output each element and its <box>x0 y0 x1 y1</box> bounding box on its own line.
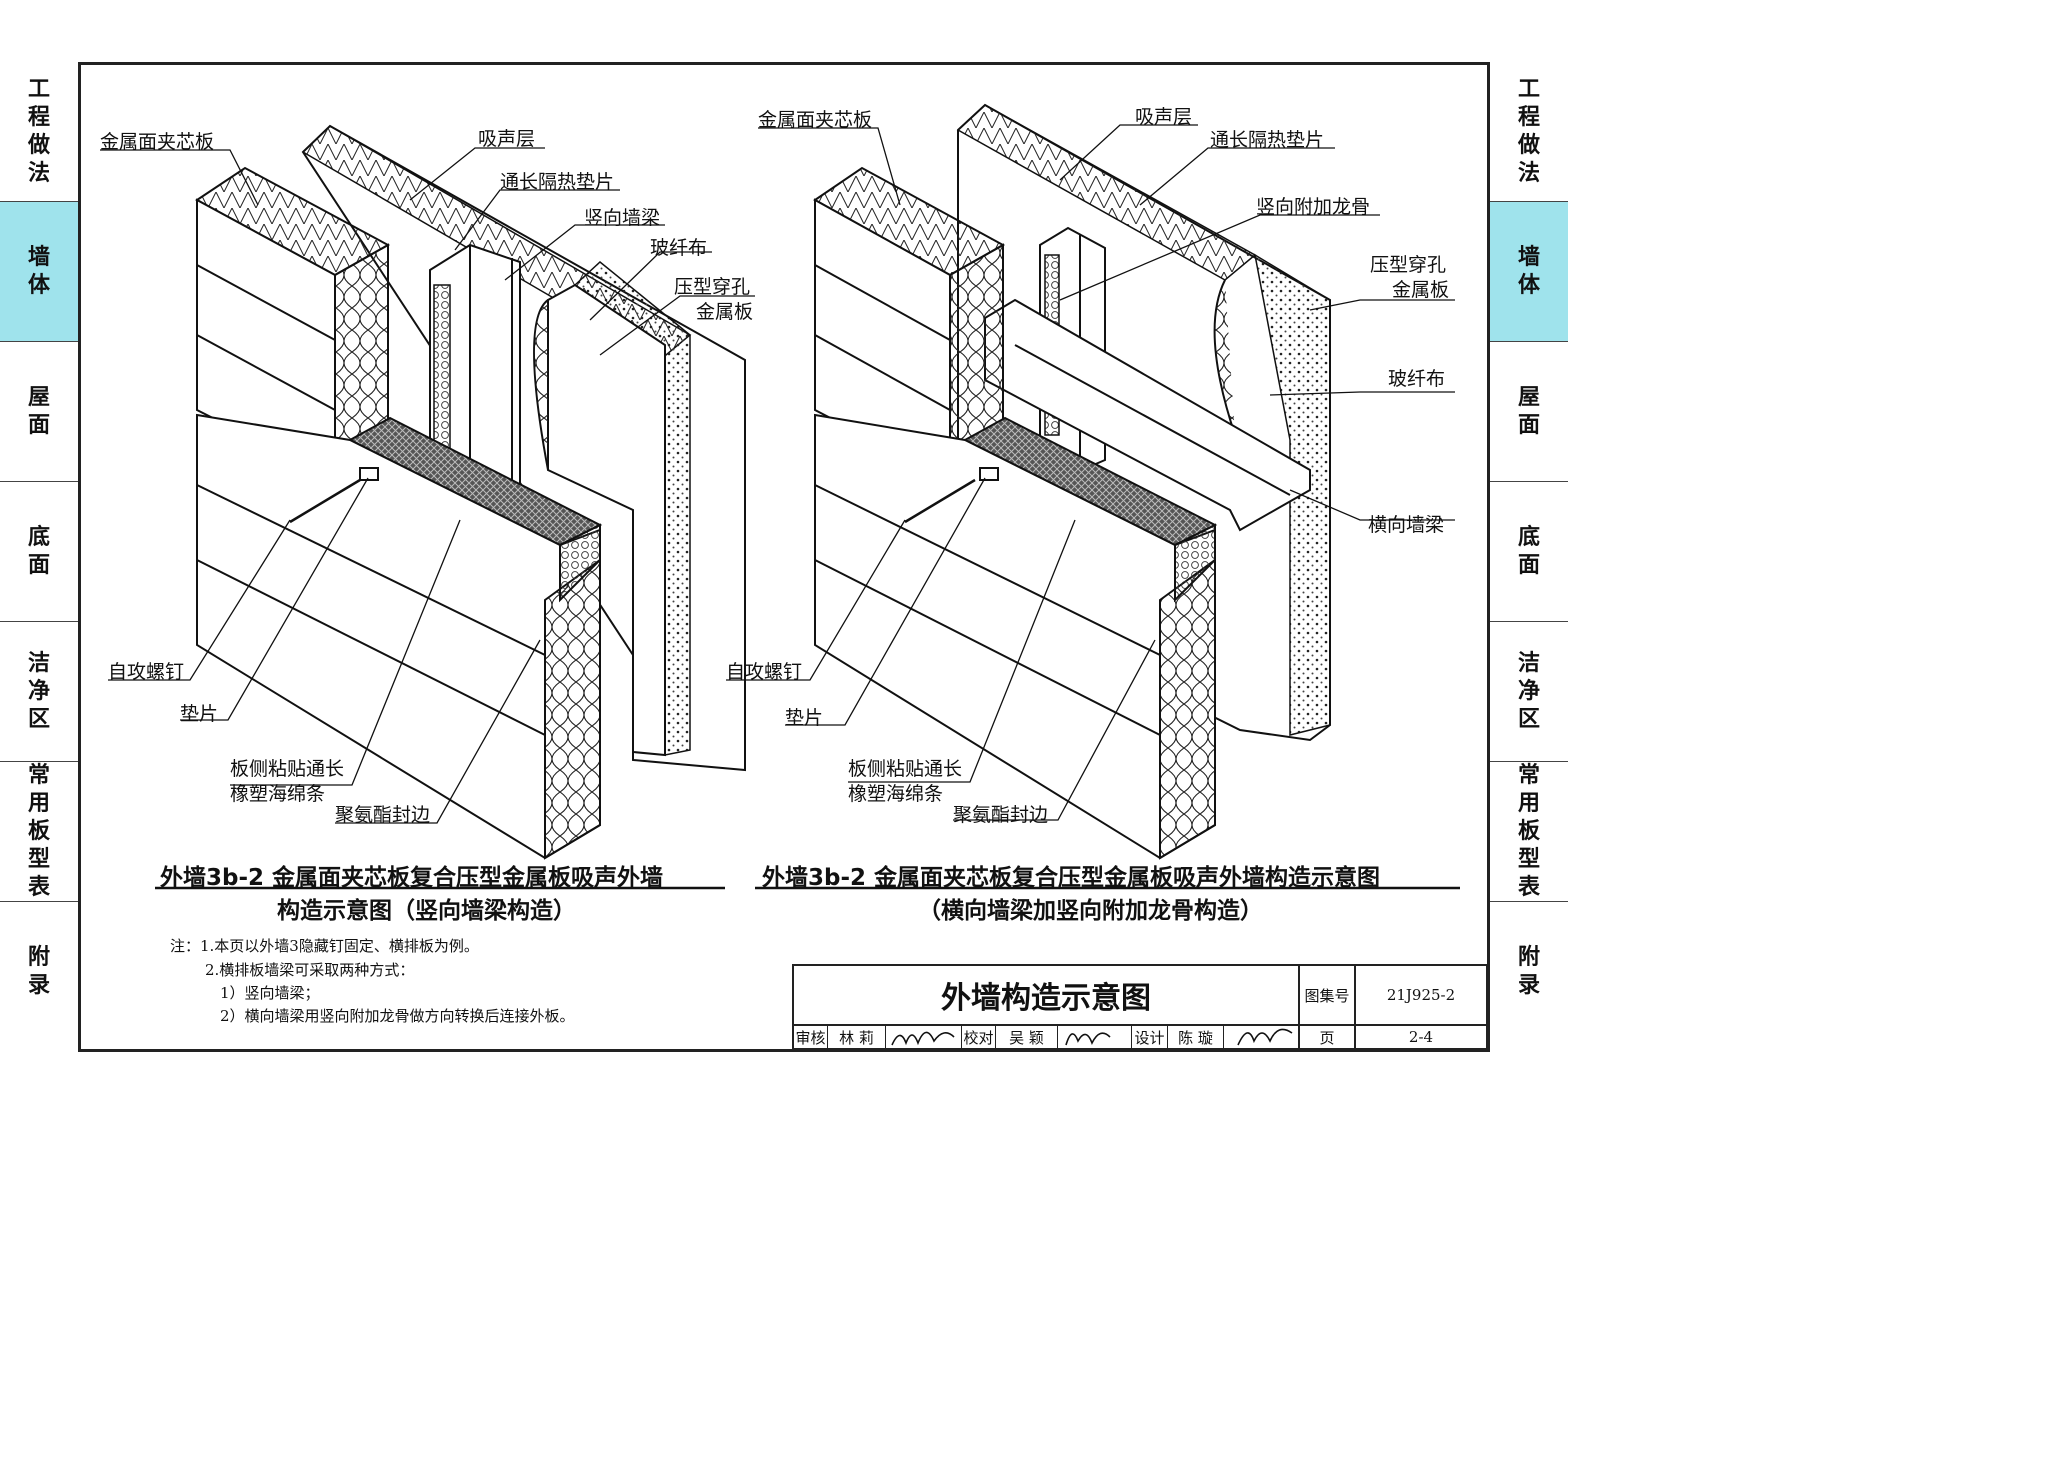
title-block: 外墙构造示意图 图集号 21J925-2 审核 林 莉 校对 吴 颖 设计 陈 … <box>792 964 1488 1050</box>
tab-clean-area[interactable]: 洁净区 <box>0 622 78 762</box>
atlas-no-label: 图集号 <box>1300 966 1356 1026</box>
tab-bottom[interactable]: 底面 <box>0 482 78 622</box>
tab-appendix[interactable]: 附录 <box>27 945 50 998</box>
tab-engineering[interactable]: 工程做法 <box>0 62 78 202</box>
reviewer-name: 林 莉 <box>828 1026 886 1048</box>
label-screw-right: 自攻螺钉 <box>726 661 803 683</box>
label-pu-edge-left: 聚氨酯封边 <box>335 804 431 826</box>
tab-clean-area-r[interactable]: 洁净区 <box>1490 622 1568 762</box>
left-sidebar: 工程做法 墙体 屋面 底面 洁净区 常用板型表 附录 <box>0 62 80 1042</box>
checker-name: 吴 颖 <box>996 1026 1058 1048</box>
drawing-title: 外墙构造示意图 <box>794 966 1300 1026</box>
atlas-no: 21J925-2 <box>1356 966 1486 1026</box>
label-sound-absorbing-left: 吸声层 <box>478 128 536 150</box>
caption-right-line1: 外墙3b-2 金属面夹芯板复合压型金属板吸声外墙构造示意图 <box>762 865 1381 891</box>
construction-drawings <box>100 103 1460 1046</box>
page-no: 2-4 <box>1408 1028 1434 1046</box>
label-vertical-keel-right: 竖向附加龙骨 <box>1256 196 1371 218</box>
label-horizontal-beam-right: 横向墙梁 <box>1368 514 1445 536</box>
label-fiberglass-right: 玻纤布 <box>1388 368 1446 390</box>
label-sandwich-panel-left: 金属面夹芯板 <box>100 131 215 153</box>
label-foam-2-right: 橡塑海绵条 <box>848 783 944 805</box>
design-label: 设计 <box>1132 1026 1168 1048</box>
page-label: 页 <box>1300 1026 1356 1048</box>
tab-appendix-r[interactable]: 附录 <box>1517 945 1540 998</box>
label-insulation-pad-right: 通长隔热垫片 <box>1210 129 1325 151</box>
label-pu-edge-right: 聚氨酯封边 <box>953 804 1049 826</box>
label-insulation-pad-left: 通长隔热垫片 <box>500 171 615 193</box>
left-leader-lines <box>100 147 755 890</box>
signature-reviewer <box>891 1031 955 1046</box>
note-line-1: 注：1.本页以外墙3隐藏钉固定、横排板为例。 <box>170 937 479 955</box>
label-foam-2-left: 橡塑海绵条 <box>230 783 326 805</box>
label-perforated-1-left: 压型穿孔 <box>674 276 751 298</box>
tab-engineering-r[interactable]: 工程做法 <box>1490 62 1568 202</box>
caption-left-line1: 外墙3b-2 金属面夹芯板复合压型金属板吸声外墙 <box>160 865 664 891</box>
designer-name: 陈 璇 <box>1168 1026 1224 1048</box>
drawing-frame <box>78 62 1490 1052</box>
label-foam-1-right: 板侧粘贴通长 <box>848 758 963 780</box>
left-wall-drawing <box>195 124 746 860</box>
note-line-3: 1）竖向墙梁； <box>220 984 320 1002</box>
tab-wall-r[interactable]: 墙体 <box>1490 202 1568 342</box>
tab-wall[interactable]: 墙体 <box>0 202 78 342</box>
tab-roof-r[interactable]: 屋面 <box>1490 342 1568 482</box>
note-line-4: 2）横向墙梁用竖向附加龙骨做方向转换后连接外板。 <box>220 1007 575 1025</box>
tab-panel-table[interactable]: 常用板型表 <box>0 762 78 902</box>
reviewer-signature-cell <box>886 1026 962 1048</box>
label-sandwich-panel-right: 金属面夹芯板 <box>758 109 873 131</box>
label-washer-left: 垫片 <box>180 703 219 725</box>
right-wall-drawing <box>813 103 1331 860</box>
label-fiberglass-left: 玻纤布 <box>650 237 708 259</box>
signature-designer <box>1237 1028 1293 1046</box>
caption-right-line2: （横向墙梁加竖向附加龙骨构造） <box>918 898 1263 924</box>
label-foam-1-left: 板侧粘贴通长 <box>230 758 345 780</box>
check-label: 校对 <box>962 1026 996 1048</box>
label-perforated-2-right: 金属板 <box>1392 279 1450 301</box>
caption-left-line2: 构造示意图（竖向墙梁构造） <box>277 898 576 924</box>
tab-bottom-r[interactable]: 底面 <box>1490 482 1568 622</box>
label-vertical-beam-left: 竖向墙梁 <box>584 207 661 229</box>
label-perforated-2-left: 金属板 <box>696 301 754 323</box>
label-screw-left: 自攻螺钉 <box>108 661 185 683</box>
right-leader-lines <box>726 124 1460 890</box>
designer-signature-cell <box>1224 1026 1300 1048</box>
signature-checker <box>1065 1032 1111 1046</box>
label-perforated-1-right: 压型穿孔 <box>1370 254 1447 276</box>
tab-panel-table-r[interactable]: 常用板型表 <box>1490 762 1568 902</box>
label-washer-right: 垫片 <box>785 707 824 729</box>
note-line-2: 2.横排板墙梁可采取两种方式： <box>205 961 415 979</box>
label-sound-absorbing-right: 吸声层 <box>1135 106 1193 128</box>
checker-signature-cell <box>1058 1026 1132 1048</box>
signatures <box>891 1028 1293 1046</box>
tab-roof[interactable]: 屋面 <box>0 342 78 482</box>
review-label: 审核 <box>794 1026 828 1048</box>
